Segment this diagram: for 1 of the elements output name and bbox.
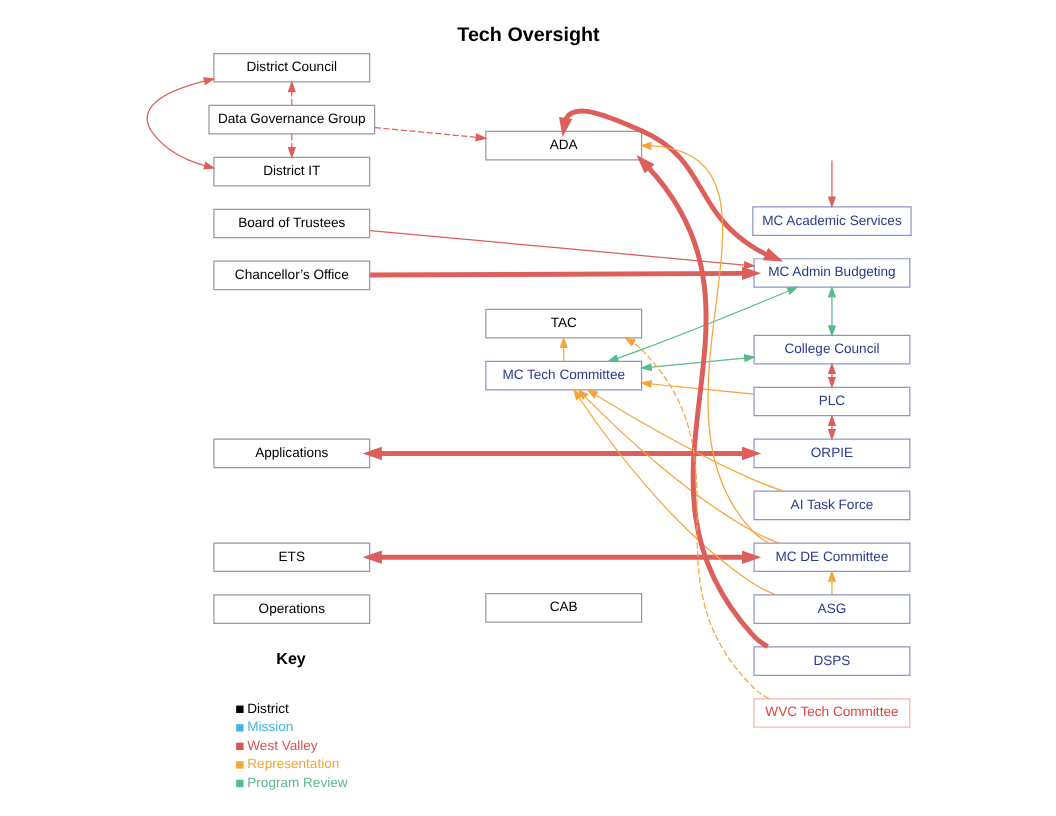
diagram-title: Tech Oversight: [456, 24, 599, 47]
